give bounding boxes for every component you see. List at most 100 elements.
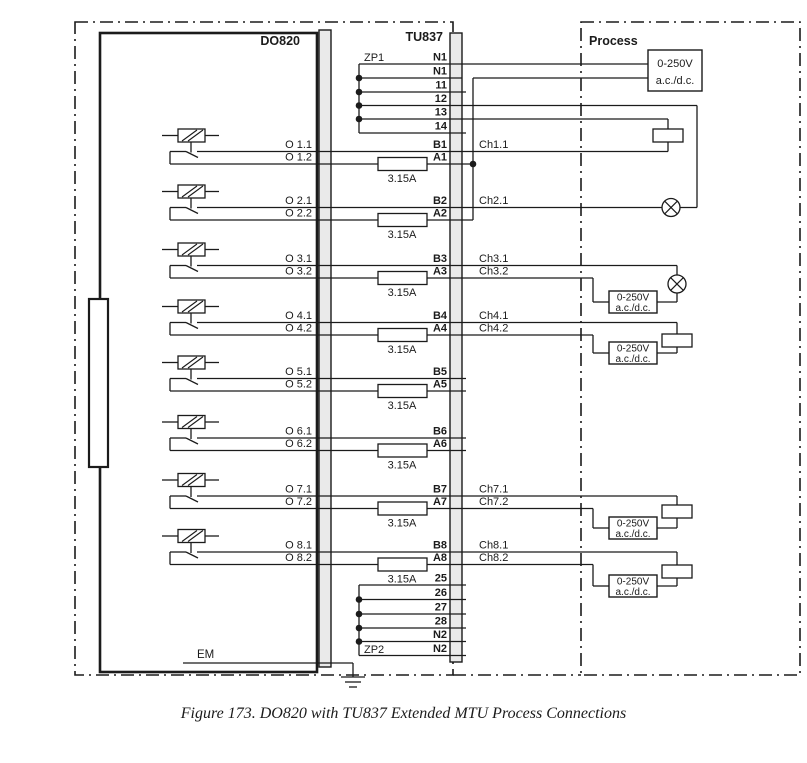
row5-output-label-2: O 5.2 (285, 379, 312, 391)
row7-output-label-1: O 7.1 (285, 484, 312, 496)
lamp-ch3-x2 (670, 277, 684, 291)
channel-label-ch7-1: Ch7.1 (479, 484, 508, 496)
junction-dot-2 (355, 88, 363, 96)
process-boundary (580, 21, 801, 676)
row8-output-label-1: O 8.1 (285, 540, 312, 552)
row3-contact-blade (185, 264, 199, 273)
row2-contact-blade (185, 206, 199, 215)
row5-coil-hatch-2 (187, 356, 204, 369)
terminal-label-a5: A5 (433, 379, 447, 391)
row8-contact-blade (185, 551, 199, 559)
row5-coil-hatch-1 (181, 356, 198, 369)
supply-box-ch1 (647, 49, 703, 92)
channel-label-ch4-1: Ch4.1 (479, 310, 508, 322)
terminal-label-b7: B7 (433, 484, 447, 496)
figure-caption: Figure 173. DO820 with TU837 Extended MT… (180, 705, 627, 722)
row2-fuse (377, 212, 428, 228)
process-title: Process (589, 34, 638, 48)
row1-output-label-1: O 1.1 (285, 139, 312, 151)
row6-fuse (377, 443, 428, 458)
row3-output-label-2: O 3.2 (285, 266, 312, 278)
row4-fuse-rating: 3.15A (388, 344, 417, 356)
supply-box-2 (608, 341, 658, 365)
terminal-label-top-1-n1: N1 (433, 52, 447, 64)
junction-dot-3 (355, 102, 363, 109)
channel-label-ch8-1: Ch8.1 (479, 540, 508, 552)
terminal-label-top-4-12: 12 (435, 93, 447, 105)
terminal-label-bottom-5-n2: N2 (433, 629, 447, 641)
terminal-label-top-2-n1: N1 (433, 66, 447, 78)
row4-contact-blade (185, 321, 199, 330)
row2-output-label-2: O 2.2 (285, 208, 312, 220)
terminal-label-bottom-6-n2: N2 (433, 643, 447, 655)
row8-output-label-2: O 8.2 (285, 552, 312, 564)
row6-fuse-rating: 3.15A (388, 460, 417, 472)
supply-box-4-voltage: 0-250V (617, 577, 650, 588)
terminal-label-top-3-11: 11 (435, 80, 447, 92)
row2-coil-hatch-2 (187, 185, 204, 198)
row7-coil-hatch-2 (187, 474, 204, 486)
row6-contact-blade (185, 437, 199, 445)
row5-output-label-1: O 5.1 (285, 366, 312, 378)
row1-fuse (377, 156, 428, 172)
junction-dot-5 (469, 160, 477, 168)
row4-fuse (377, 327, 428, 343)
channel-label-ch1-1: Ch1.1 (479, 139, 508, 151)
load-resistor-ch7 (661, 504, 693, 519)
row5-fuse-rating: 3.15A (388, 400, 417, 412)
terminal-label-b1: B1 (433, 139, 447, 151)
supply-box-ch1-voltage: 0-250V (657, 58, 693, 70)
terminal-label-bottom-2-26: 26 (435, 587, 447, 599)
supply-box-4-type: a.c./d.c. (615, 587, 650, 598)
channel-label-ch8-2: Ch8.2 (479, 552, 508, 564)
row8-coil-hatch-2 (187, 530, 204, 542)
supply-box-1-voltage: 0-250V (617, 293, 650, 304)
supply-box-2-voltage: 0-250V (617, 344, 650, 355)
load-resistor-ch8 (661, 564, 693, 579)
junction-dot-1 (355, 74, 363, 82)
row4-coil-hatch-2 (187, 300, 204, 313)
supply-box-ch1-type: a.c./d.c. (656, 75, 695, 87)
terminal-label-top-5-13: 13 (435, 107, 447, 119)
terminal-label-a6: A6 (433, 438, 447, 450)
terminal-label-a1: A1 (433, 152, 447, 164)
terminal-label-b8: B8 (433, 540, 447, 552)
junction-dot-8 (355, 624, 363, 632)
terminal-label-bottom-1-25: 25 (435, 573, 447, 585)
row1-coil-hatch-1 (181, 129, 198, 142)
junction-dot-9 (355, 638, 363, 645)
module-front-handle (87, 297, 110, 469)
terminal-label-a3: A3 (433, 266, 447, 278)
row8-fuse (377, 557, 428, 572)
supply-box-1 (608, 290, 658, 314)
channel-label-ch3-2: Ch3.2 (479, 266, 508, 278)
row7-coil-hatch-1 (181, 474, 198, 486)
terminal-label-a8: A8 (433, 552, 447, 564)
terminal-label-b5: B5 (433, 366, 447, 378)
terminal-label-b4: B4 (433, 310, 448, 322)
supply-box-1-type: a.c./d.c. (615, 303, 650, 314)
row7-fuse-rating: 3.15A (388, 518, 417, 530)
channel-label-ch2-1: Ch2.1 (479, 195, 508, 207)
terminal-label-top-6-14: 14 (435, 121, 448, 133)
row6-output-label-1: O 6.1 (285, 426, 312, 438)
supply-box-4 (608, 574, 658, 598)
row4-coil-hatch-1 (181, 300, 198, 313)
row1-coil-hatch-2 (187, 129, 204, 142)
terminal-label-b3: B3 (433, 253, 447, 265)
row3-fuse (377, 270, 428, 286)
terminal-unit-title: TU837 (405, 30, 443, 44)
terminal-label-b2: B2 (433, 195, 447, 207)
row3-output-label-1: O 3.1 (285, 253, 312, 265)
terminal-label-a7: A7 (433, 496, 447, 508)
row2-fuse-rating: 3.15A (388, 229, 417, 241)
row8-coil-hatch-1 (181, 530, 198, 542)
em-label: EM (197, 649, 214, 661)
supply-box-3-voltage: 0-250V (617, 519, 650, 530)
zp2-label: ZP2 (364, 644, 384, 656)
junction-dot-7 (355, 610, 363, 618)
row8-fuse-rating: 3.15A (388, 574, 417, 586)
row4-output-label-1: O 4.1 (285, 310, 312, 322)
